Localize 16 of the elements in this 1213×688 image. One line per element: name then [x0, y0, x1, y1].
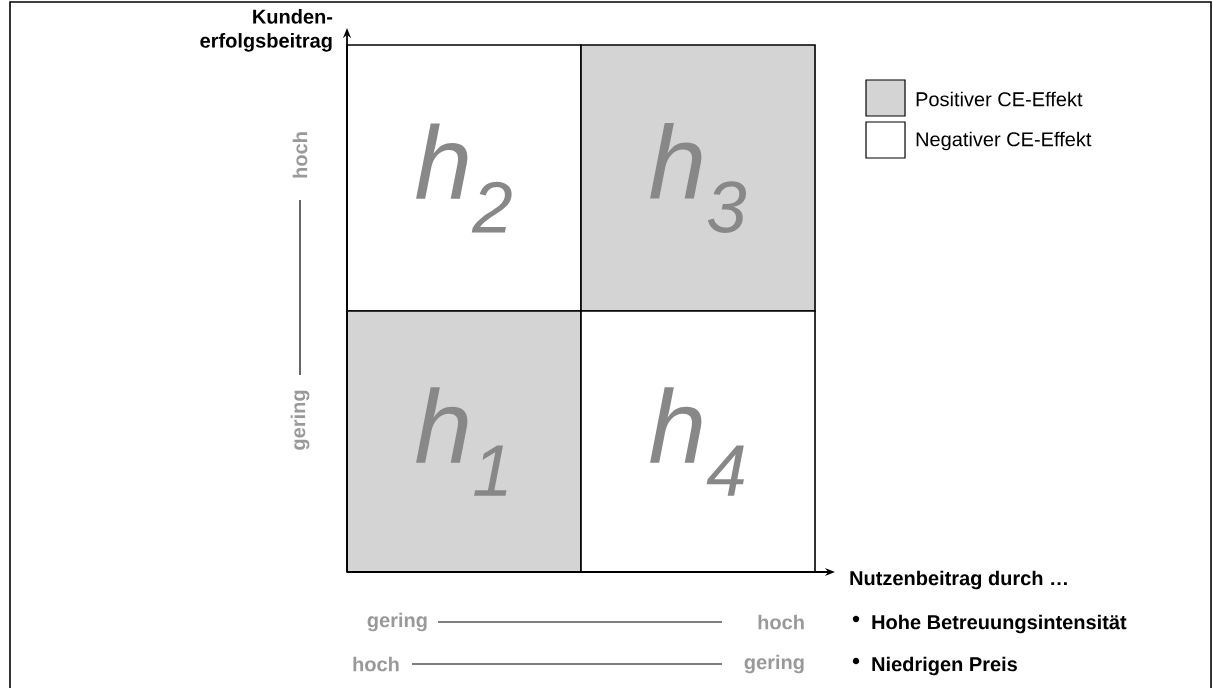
scale-label: hoch	[353, 656, 399, 672]
quadrant-cell: h$_{4}$	[580, 310, 816, 573]
legend-label: Negativer CE-Effekt	[916, 131, 1092, 151]
legend-label: Positiver CE-Effekt	[916, 91, 1083, 107]
quadrant-cell: h$_{3}$	[580, 44, 816, 312]
axis-title: Nutzenbeitrag durch …	[850, 570, 1067, 590]
scale-label: gering	[290, 390, 310, 450]
scale-label: gering	[367, 612, 427, 632]
list-item: Niedrigen Preis	[872, 656, 1017, 676]
list-item: Hohe Betreuungsintensität	[872, 614, 1127, 634]
quadrant-cell: h$_{2}$	[346, 44, 582, 312]
scale-label: hoch	[758, 614, 804, 630]
scale-label: hoch	[292, 132, 308, 178]
scale-label: gering	[744, 654, 804, 674]
quadrant-cell: h$_{1}$	[346, 310, 582, 573]
axis-title: Kunden- erfolgsbeitrag	[200, 9, 333, 52]
